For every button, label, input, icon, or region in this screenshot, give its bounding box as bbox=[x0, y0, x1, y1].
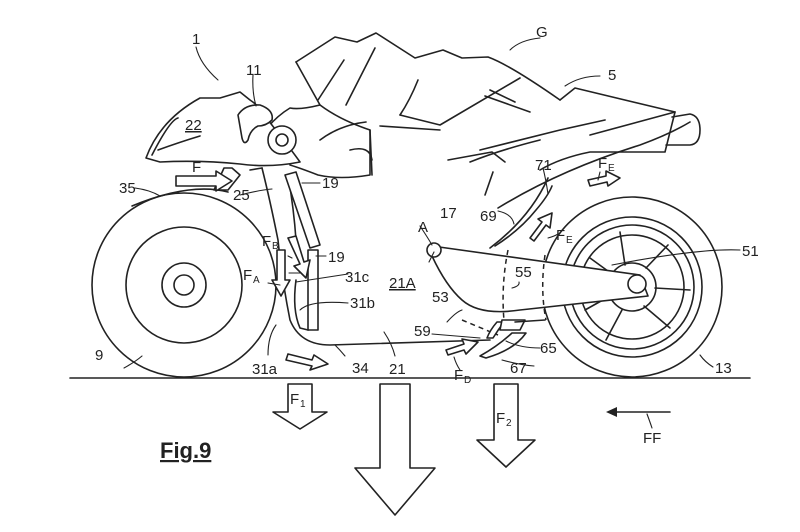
svg-text:D: D bbox=[464, 375, 471, 386]
label-31b: 31b bbox=[350, 295, 375, 312]
exhaust bbox=[665, 113, 701, 146]
label-53: 53 bbox=[432, 289, 449, 306]
force-label-fd: F D bbox=[454, 367, 471, 386]
footpeg bbox=[484, 171, 494, 196]
rear-cowl-lower bbox=[479, 119, 606, 151]
svg-text:E: E bbox=[566, 235, 573, 246]
arrow-fe-right bbox=[587, 170, 621, 187]
svg-text:F: F bbox=[496, 410, 505, 427]
arrow-downforce-2 bbox=[476, 383, 536, 468]
fairing-line bbox=[469, 139, 541, 163]
arrow-fe-up bbox=[529, 212, 553, 242]
force-label-f1: F 1 bbox=[290, 391, 306, 410]
svg-text:B: B bbox=[272, 241, 279, 252]
rear-guide bbox=[494, 185, 553, 247]
svg-text:E: E bbox=[608, 163, 615, 174]
label-13: 13 bbox=[715, 360, 732, 377]
tail-cowl bbox=[539, 87, 676, 171]
duct-top bbox=[249, 167, 263, 171]
svg-text:F: F bbox=[290, 391, 299, 408]
label-g: G bbox=[536, 24, 548, 41]
fairing-edge bbox=[151, 117, 179, 156]
arrow-under bbox=[285, 353, 329, 371]
figure-title: Fig.9 bbox=[160, 438, 211, 463]
force-label-fa: F A bbox=[243, 267, 260, 286]
label-21: 21 bbox=[389, 361, 406, 378]
label-55: 55 bbox=[515, 264, 532, 281]
arrow-f-front bbox=[175, 170, 233, 192]
force-label-f: F bbox=[192, 159, 201, 176]
flow-edge-31b bbox=[293, 279, 309, 331]
arrow-fb bbox=[287, 235, 311, 279]
label-34: 34 bbox=[352, 360, 369, 377]
side-panel-upper bbox=[284, 171, 321, 249]
label-71: 71 bbox=[535, 157, 552, 174]
arrow-fd bbox=[445, 338, 479, 356]
label-51: 51 bbox=[742, 243, 759, 260]
force-label-fe-lower: F E bbox=[556, 227, 573, 246]
rear-guide-inner bbox=[489, 177, 549, 249]
dashed-line-59 bbox=[461, 319, 499, 336]
label-a: A bbox=[418, 219, 428, 236]
fairing-line-2 bbox=[157, 135, 201, 151]
label-67: 67 bbox=[510, 360, 527, 377]
vanes bbox=[479, 319, 546, 359]
svg-text:F: F bbox=[262, 233, 271, 250]
svg-text:A: A bbox=[253, 275, 260, 286]
svg-text:F: F bbox=[243, 267, 252, 284]
front-wheel bbox=[91, 192, 277, 378]
arrow-downforce-1 bbox=[272, 383, 328, 430]
svg-text:F: F bbox=[598, 155, 607, 172]
side-panel-lower bbox=[307, 249, 319, 331]
freestream-arrowhead bbox=[606, 407, 617, 417]
label-65: 65 bbox=[540, 340, 557, 357]
force-label-f2: F 2 bbox=[496, 410, 512, 429]
label-11: 11 bbox=[246, 62, 262, 79]
label-9: 9 bbox=[95, 347, 103, 364]
freestream-leader bbox=[646, 413, 653, 429]
tail-line bbox=[589, 111, 676, 136]
leader-lines bbox=[123, 37, 741, 371]
svg-text:F: F bbox=[556, 227, 565, 244]
label-31a: 31a bbox=[252, 361, 278, 378]
pivot-a bbox=[426, 242, 442, 258]
label-19-upper: 19 bbox=[322, 175, 339, 192]
label-21a: 21A bbox=[389, 275, 416, 292]
label-59: 59 bbox=[414, 323, 431, 340]
arrow-total-downforce bbox=[354, 383, 436, 516]
svg-text:1: 1 bbox=[300, 399, 306, 410]
headlight-unit bbox=[237, 104, 297, 155]
rider bbox=[254, 32, 561, 179]
label-35: 35 bbox=[119, 180, 136, 197]
force-label-ff: FF bbox=[643, 430, 661, 447]
rear-body-line bbox=[497, 121, 691, 209]
svg-text:2: 2 bbox=[506, 418, 512, 429]
label-22: 22 bbox=[185, 117, 202, 134]
swing-arm bbox=[431, 245, 649, 313]
force-label-fe-upper: F E bbox=[598, 155, 615, 174]
force-label-fb: F B bbox=[262, 233, 279, 252]
label-19-lower: 19 bbox=[328, 249, 345, 266]
label-31c: 31c bbox=[345, 269, 370, 286]
label-17: 17 bbox=[440, 205, 457, 222]
label-1: 1 bbox=[192, 31, 200, 48]
label-69: 69 bbox=[480, 208, 497, 225]
label-25: 25 bbox=[233, 187, 250, 204]
rear-axle bbox=[627, 274, 647, 294]
label-5: 5 bbox=[608, 67, 616, 84]
rider-foot bbox=[447, 151, 506, 163]
svg-text:F: F bbox=[454, 367, 463, 384]
